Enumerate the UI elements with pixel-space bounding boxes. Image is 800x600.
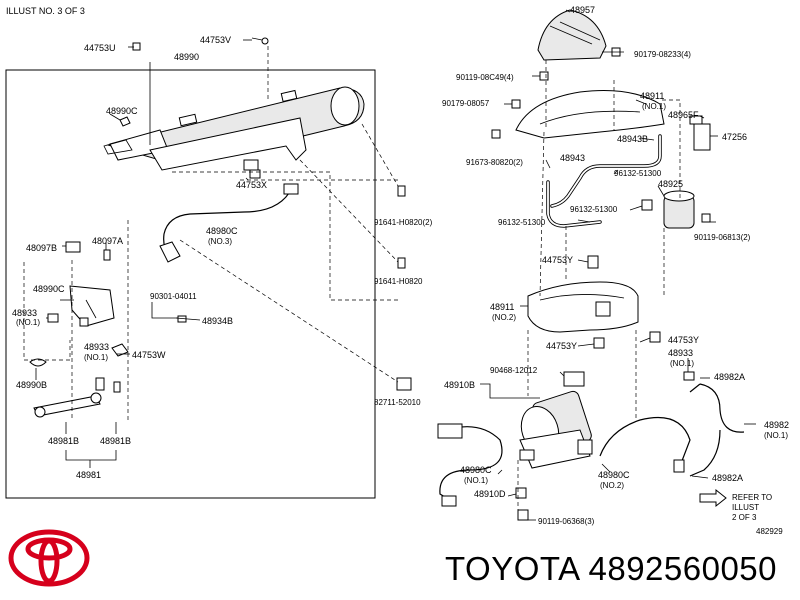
label-48911-no2: 48911: [490, 302, 514, 312]
refer-note-line1: REFER TO: [732, 493, 772, 502]
label-48981: 48981: [76, 470, 101, 480]
label-48981b-right: 48981B: [100, 436, 131, 446]
refer-arrow-icon: [699, 488, 727, 508]
label-90301-04011: 90301-04011: [150, 292, 197, 301]
label-no1-a: (NO.1): [16, 318, 40, 327]
dryer-48925: [641, 190, 711, 229]
label-48911-no1: 48911: [640, 91, 664, 101]
caption-part-number: 4892560050: [588, 550, 778, 587]
label-48982a-bottom: 48982A: [712, 473, 743, 483]
label-48980c-no1: 48980C: [460, 465, 492, 475]
label-90468-12012: 90468-12012: [490, 366, 538, 375]
label-48980c-no3: 48980C: [206, 226, 238, 236]
sensor-harness-48982: [683, 371, 745, 477]
illustration-header: ILLUST NO. 3 OF 3: [6, 6, 85, 16]
fasteners-top-left: [119, 37, 412, 391]
label-no1-d: (NO.1): [670, 359, 694, 368]
label-48097a: 48097A: [92, 236, 123, 246]
refer-note-line3: 2 OF 3: [732, 513, 757, 522]
label-48957: 48957: [570, 5, 595, 15]
label-48910b: 48910B: [444, 380, 475, 390]
label-48980c-no2: 48980C: [598, 470, 630, 480]
label-no2-b: (NO.2): [600, 481, 624, 490]
label-48934b: 48934B: [202, 316, 233, 326]
label-44753u: 44753U: [84, 43, 116, 53]
part-labels: 44753U 44753V 48990 48990C 44753X 48980C…: [12, 5, 789, 536]
label-48965f: 48965F: [668, 110, 699, 120]
label-48982a-top: 48982A: [714, 372, 745, 382]
label-44753y-c: 44753Y: [668, 335, 699, 345]
compressor-motor: [515, 371, 593, 521]
label-48990: 48990: [174, 52, 199, 62]
label-44753v: 44753V: [200, 35, 231, 45]
compressor-cover: [537, 9, 621, 61]
label-48990c-2: 48990C: [33, 284, 65, 294]
height-sensor-no3: [159, 183, 299, 263]
label-82711-52010: 82711-52010: [374, 398, 421, 407]
lower-bracket-no2: [527, 255, 661, 349]
label-no1-c: (NO.1): [642, 102, 666, 111]
compressor-harnesses: [437, 416, 691, 507]
label-48943b: 48943B: [617, 134, 648, 144]
label-91641-h0820: 91641-H0820: [374, 277, 423, 286]
figure-code: 482929: [756, 527, 783, 536]
label-48943: 48943: [560, 153, 585, 163]
label-96132-51300-b: 96132-51300: [570, 205, 618, 214]
left-assembly-frame: [5, 69, 376, 499]
label-48933-a: 48933: [12, 308, 37, 318]
label-no1-f: (NO.1): [464, 476, 488, 485]
caption-brand: TOYOTA: [445, 550, 579, 587]
label-48990b: 48990B: [16, 380, 47, 390]
leader-lines-left: [23, 39, 399, 468]
label-90179-08057: 90179-08057: [442, 99, 490, 108]
label-90119-06368: 90119-06368(3): [538, 517, 595, 526]
label-96132-51300-a: 96132-51300: [614, 169, 662, 178]
label-91641-h0820-2: 91641-H0820(2): [374, 218, 433, 227]
refer-note-line2: ILLUST: [732, 503, 759, 512]
leader-lines-right: [480, 9, 756, 521]
label-91673-80820: 91673-80820(2): [466, 158, 523, 167]
label-48910d: 48910D: [474, 489, 506, 499]
label-90119-08c49: 90119-08C49(4): [456, 73, 514, 82]
label-44753w: 44753W: [132, 350, 166, 360]
toyota-logo: [8, 529, 90, 587]
label-no2-a: (NO.2): [492, 313, 516, 322]
label-48981b-left: 48981B: [48, 436, 79, 446]
label-48990c: 48990C: [106, 106, 138, 116]
label-90119-06813: 90119-06813(2): [694, 233, 751, 242]
upper-bracket-no1: [491, 71, 665, 139]
accumulator-tank: [103, 86, 365, 171]
label-44753x: 44753X: [236, 180, 267, 190]
label-47256: 47256: [722, 132, 747, 142]
label-no1-b: (NO.1): [84, 353, 108, 362]
label-90179-08233: 90179-08233(4): [634, 50, 691, 59]
label-96132-51300-c: 96132-51300: [498, 218, 546, 227]
label-44753y-b: 44753Y: [546, 341, 577, 351]
caption: TOYOTA 4892560050: [445, 550, 777, 588]
label-48933-c: 48933: [668, 348, 693, 358]
label-44753y-a: 44753Y: [542, 255, 573, 265]
air-hoses: [546, 115, 711, 228]
label-48097b: 48097B: [26, 243, 57, 253]
label-48933-b: 48933: [84, 342, 109, 352]
label-48925: 48925: [658, 179, 683, 189]
label-no1-e: (NO.1): [764, 431, 788, 440]
lower-link-assembly: [29, 241, 187, 418]
label-no3: (NO.3): [208, 237, 232, 246]
label-48982: 48982: [764, 420, 789, 430]
